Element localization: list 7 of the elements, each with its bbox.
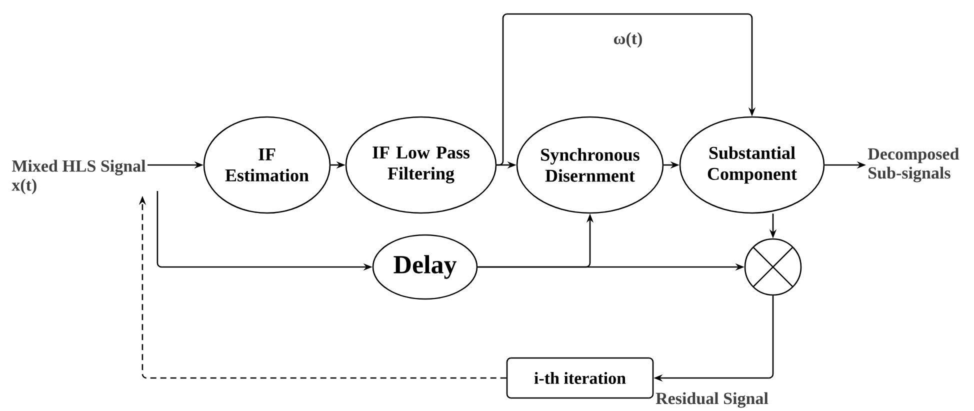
signal-label: Mixed HLS Signal x(t) [12,160,146,194]
process-box: i-th iteration [506,357,654,399]
arrow [496,13,756,166]
multiplier-circle [744,238,802,296]
signal-label: Decomposed Sub-signals [868,148,960,182]
edge-label: Residual Signal [654,391,770,409]
edge-label: ω(t) [612,31,644,49]
